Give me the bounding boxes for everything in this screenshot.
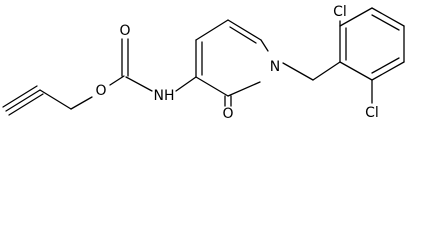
benzyl-linker	[282, 61, 341, 81]
pyridinone-ring	[195, 19, 269, 107]
atom-o-ring: O	[222, 106, 233, 122]
atom-nh: NH	[154, 88, 175, 104]
ch2-to-oxygen-bond	[70, 96, 93, 110]
aryl-c3-c4-bond	[371, 7, 405, 27]
ring-n-c2-bond	[227, 81, 261, 97]
alkyne-bond-2	[8, 93, 44, 116]
aryl-c5-c6-double	[371, 57, 400, 74]
aryl-c5-c6-bond	[371, 61, 405, 81]
atom-o-ester: O	[95, 83, 106, 99]
ring-c4-c5-bond	[195, 19, 229, 41]
atom-n-ring: N	[270, 59, 280, 75]
ring-c6-n-bond	[260, 39, 269, 52]
structure-svg: O O NH N O Cl Cl	[2, 4, 405, 122]
carbamate-group	[109, 38, 197, 92]
molecule-diagram: O O NH N O Cl Cl	[2, 4, 405, 122]
carbonyl-to-nh-bond	[125, 76, 153, 92]
propargyl-group	[2, 85, 93, 116]
aryl-c2-c3-bond	[339, 7, 373, 27]
o-to-carbonyl-bond	[109, 75, 125, 86]
aryl-c6-c1-bond	[339, 61, 373, 81]
dichlorophenyl-ring	[339, 7, 405, 104]
alkyne-bond-1	[5, 89, 41, 112]
atom-cl-top: Cl	[333, 4, 347, 20]
n-to-ch2-bond	[282, 62, 314, 81]
atom-o-carbonyl: O	[119, 23, 130, 39]
nh-to-ring-bond	[175, 76, 197, 92]
ch2-to-aryl-bond	[312, 61, 341, 81]
atom-cl-bottom: Cl	[365, 105, 379, 121]
ring-c5-c6-double	[229, 26, 257, 44]
ring-c2-c3-bond	[195, 76, 229, 97]
ring-c5-c6-bond	[227, 19, 262, 41]
alkyne-bond-3	[2, 85, 38, 108]
aryl-c3-c4-double	[371, 14, 400, 31]
ch2-to-alkyne-bond	[39, 89, 72, 110]
